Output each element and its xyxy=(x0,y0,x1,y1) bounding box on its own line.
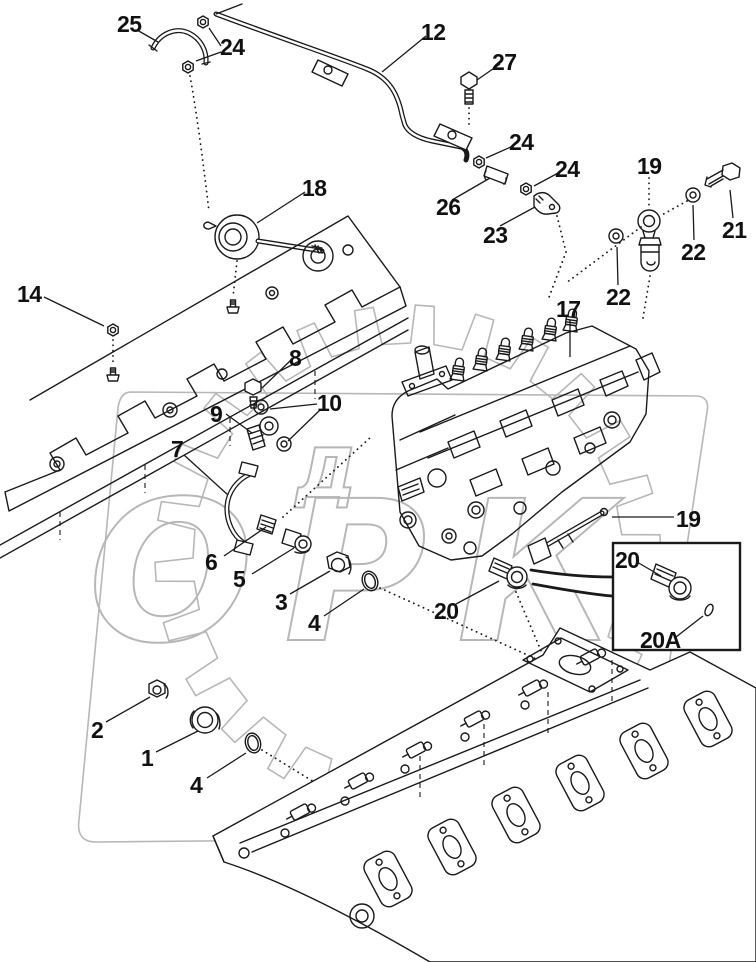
part-callout-18: 18 xyxy=(302,175,327,201)
actuator-18 xyxy=(203,214,325,298)
inset-elbow-fitting xyxy=(650,563,692,601)
part-callout-20: 20 xyxy=(434,598,459,624)
watermark-text: ОРК xyxy=(88,459,646,686)
part-callout-22: 22 xyxy=(681,239,706,265)
inset-detail-box xyxy=(611,541,742,652)
leader-lines xyxy=(43,27,734,779)
part-callout-8: 8 xyxy=(289,345,302,371)
nut-14 xyxy=(107,323,119,337)
part-callout-21: 21 xyxy=(722,217,747,243)
watermark-layer: ОРК Д xyxy=(77,304,709,843)
part-callout-20a: 20A xyxy=(640,627,681,653)
cylinder-head xyxy=(212,627,756,962)
part-callout-17: 17 xyxy=(556,296,581,322)
fitting-5 xyxy=(281,528,312,554)
part-callout-25: 25 xyxy=(117,11,142,37)
washer-22-right xyxy=(685,187,701,203)
part-callout-24: 24 xyxy=(220,34,245,60)
banjo-bolt-group xyxy=(244,378,292,452)
part-callout-2: 2 xyxy=(91,717,104,743)
part-callout-27: 27 xyxy=(492,49,517,75)
plug-1 xyxy=(189,706,221,734)
part-callout-3: 3 xyxy=(275,589,288,615)
part-callout-7: 7 xyxy=(171,436,184,462)
bolt-21 xyxy=(704,162,741,188)
part-callout-4: 4 xyxy=(190,772,203,798)
fuel-hose-7 xyxy=(224,461,259,556)
part-callout-23: 23 xyxy=(483,222,508,248)
pin-26 xyxy=(483,165,509,185)
part-callout-22: 22 xyxy=(606,284,631,310)
parts-drawing xyxy=(0,3,756,962)
part-callout-19: 19 xyxy=(676,506,701,532)
inset-o-ring xyxy=(704,603,714,617)
lever-23 xyxy=(533,191,567,301)
part-callout-19: 19 xyxy=(637,153,662,179)
breather-hose xyxy=(148,28,211,66)
part-callout-24: 24 xyxy=(555,156,580,182)
part-callout-10: 10 xyxy=(317,390,342,416)
part-callout-5: 5 xyxy=(233,566,246,592)
injection-pump xyxy=(391,307,661,561)
banjo-fitting-19 xyxy=(637,209,662,319)
tube-19 xyxy=(527,507,609,565)
detail-pointer-wedge xyxy=(529,568,614,598)
plug-3 xyxy=(326,551,352,575)
o-ring-4-mid xyxy=(361,570,379,592)
part-callout-14: 14 xyxy=(17,281,42,307)
plug-2 xyxy=(148,679,169,699)
nut-24b xyxy=(182,60,194,74)
nut-24a xyxy=(197,15,209,29)
part-callout-20: 20 xyxy=(615,547,640,573)
o-ring-4-bottom xyxy=(244,732,262,754)
part-callout-12: 12 xyxy=(421,19,446,45)
watermark-small-letter: Д xyxy=(294,435,357,514)
elbow-fitting-20 xyxy=(488,557,528,590)
nut-24c xyxy=(473,155,485,169)
part-callout-1: 1 xyxy=(141,745,154,771)
bolt-27 xyxy=(460,71,478,127)
valve-cover xyxy=(0,215,409,559)
rod-assembly xyxy=(213,3,473,163)
part-callout-4: 4 xyxy=(308,610,321,636)
part-callout-6: 6 xyxy=(205,549,218,575)
part-callout-9: 9 xyxy=(210,401,223,427)
part-callout-26: 26 xyxy=(436,194,461,220)
part-callout-24: 24 xyxy=(509,129,534,155)
washer-22-left xyxy=(608,228,624,244)
nut-24d xyxy=(520,182,532,196)
